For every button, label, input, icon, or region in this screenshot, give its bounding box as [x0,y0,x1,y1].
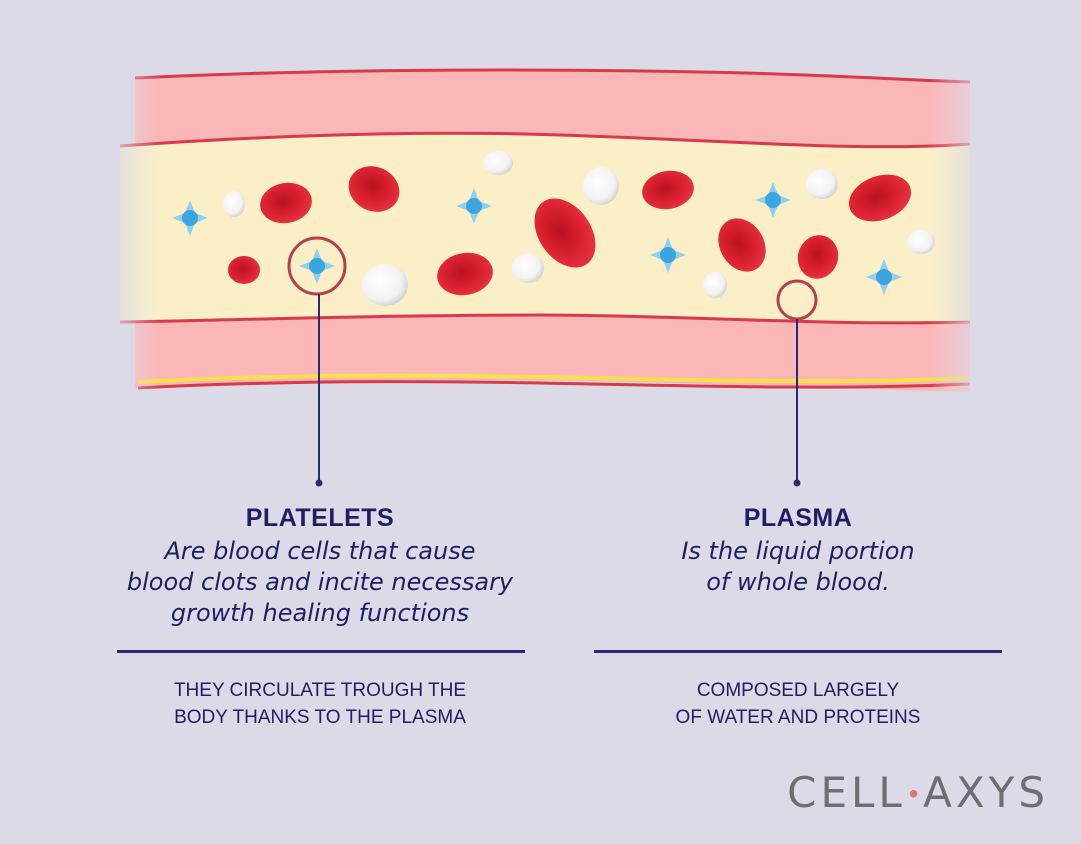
vessel-inner-top-line [119,131,971,149]
red-cell [260,182,312,224]
vessel-outer-bottom-line [137,380,971,390]
plasma-section: PLASMA Is the liquid portion of whole bl… [588,500,1008,598]
plasma-callout [776,279,818,487]
red-cell [228,256,260,284]
plasma-note: COMPOSED LARGELY OF WATER AND PROTEINS [588,677,1008,731]
platelet [172,200,208,236]
white-cell [583,167,619,205]
platelet [866,259,902,295]
red-cell [437,252,493,296]
plasma-divider [594,650,1002,653]
logo-text-right: AXYS [923,768,1049,817]
platelets-note-line: THEY CIRCULATE TROUGH THE [173,680,467,701]
white-cell [806,169,838,199]
plasma-description-line: of whole blood. [706,568,890,596]
plasma-note-line: COMPOSED LARGELY [696,680,900,701]
logo-dot: • [905,780,924,811]
platelets-description-line: blood clots and incite necessary [126,568,514,596]
platelets-description-line: growth healing functions [170,599,470,627]
platelets-title: PLATELETS [245,504,395,532]
platelet [755,182,791,218]
plasma-title: PLASMA [743,504,853,532]
red-cell [797,235,839,279]
platelet-cells [172,182,902,295]
vessel-outer-top-line [134,68,971,84]
red-blood-cells [228,166,911,296]
platelets-description-line: Are blood cells that cause [164,537,476,565]
white-cell [483,151,513,175]
white-cell [703,272,727,298]
white-cell [907,230,935,254]
red-cell [348,166,400,212]
red-cell [849,174,911,222]
vessel-inner-bottom-line [119,313,971,325]
cellaxys-logo: CELL•AXYS [787,768,1049,817]
blood-vessel-diagram [100,60,990,487]
vessel-yellow-stripe [137,373,971,384]
platelets-note-line: BODY THANKS TO THE PLASMA [174,707,466,728]
white-blood-cells [223,151,935,306]
platelet [650,237,686,273]
platelet [456,188,492,224]
white-cell [223,191,245,217]
platelets-note: THEY CIRCULATE TROUGH THE BODY THANKS TO… [110,677,530,731]
red-cell [642,170,694,210]
red-cell [534,198,596,268]
plasma-description-line: Is the liquid portion [681,537,915,565]
white-cell [362,264,408,306]
platelets-section: PLATELETS Are blood cells that cause blo… [110,500,530,629]
logo-text-left: CELL [787,768,906,817]
plasma-note-line: OF WATER AND PROTEINS [675,707,921,728]
platelets-divider [117,650,525,653]
white-cell [512,253,544,283]
platelet [299,248,335,284]
red-cell [718,218,766,272]
platelets-callout [287,236,347,487]
